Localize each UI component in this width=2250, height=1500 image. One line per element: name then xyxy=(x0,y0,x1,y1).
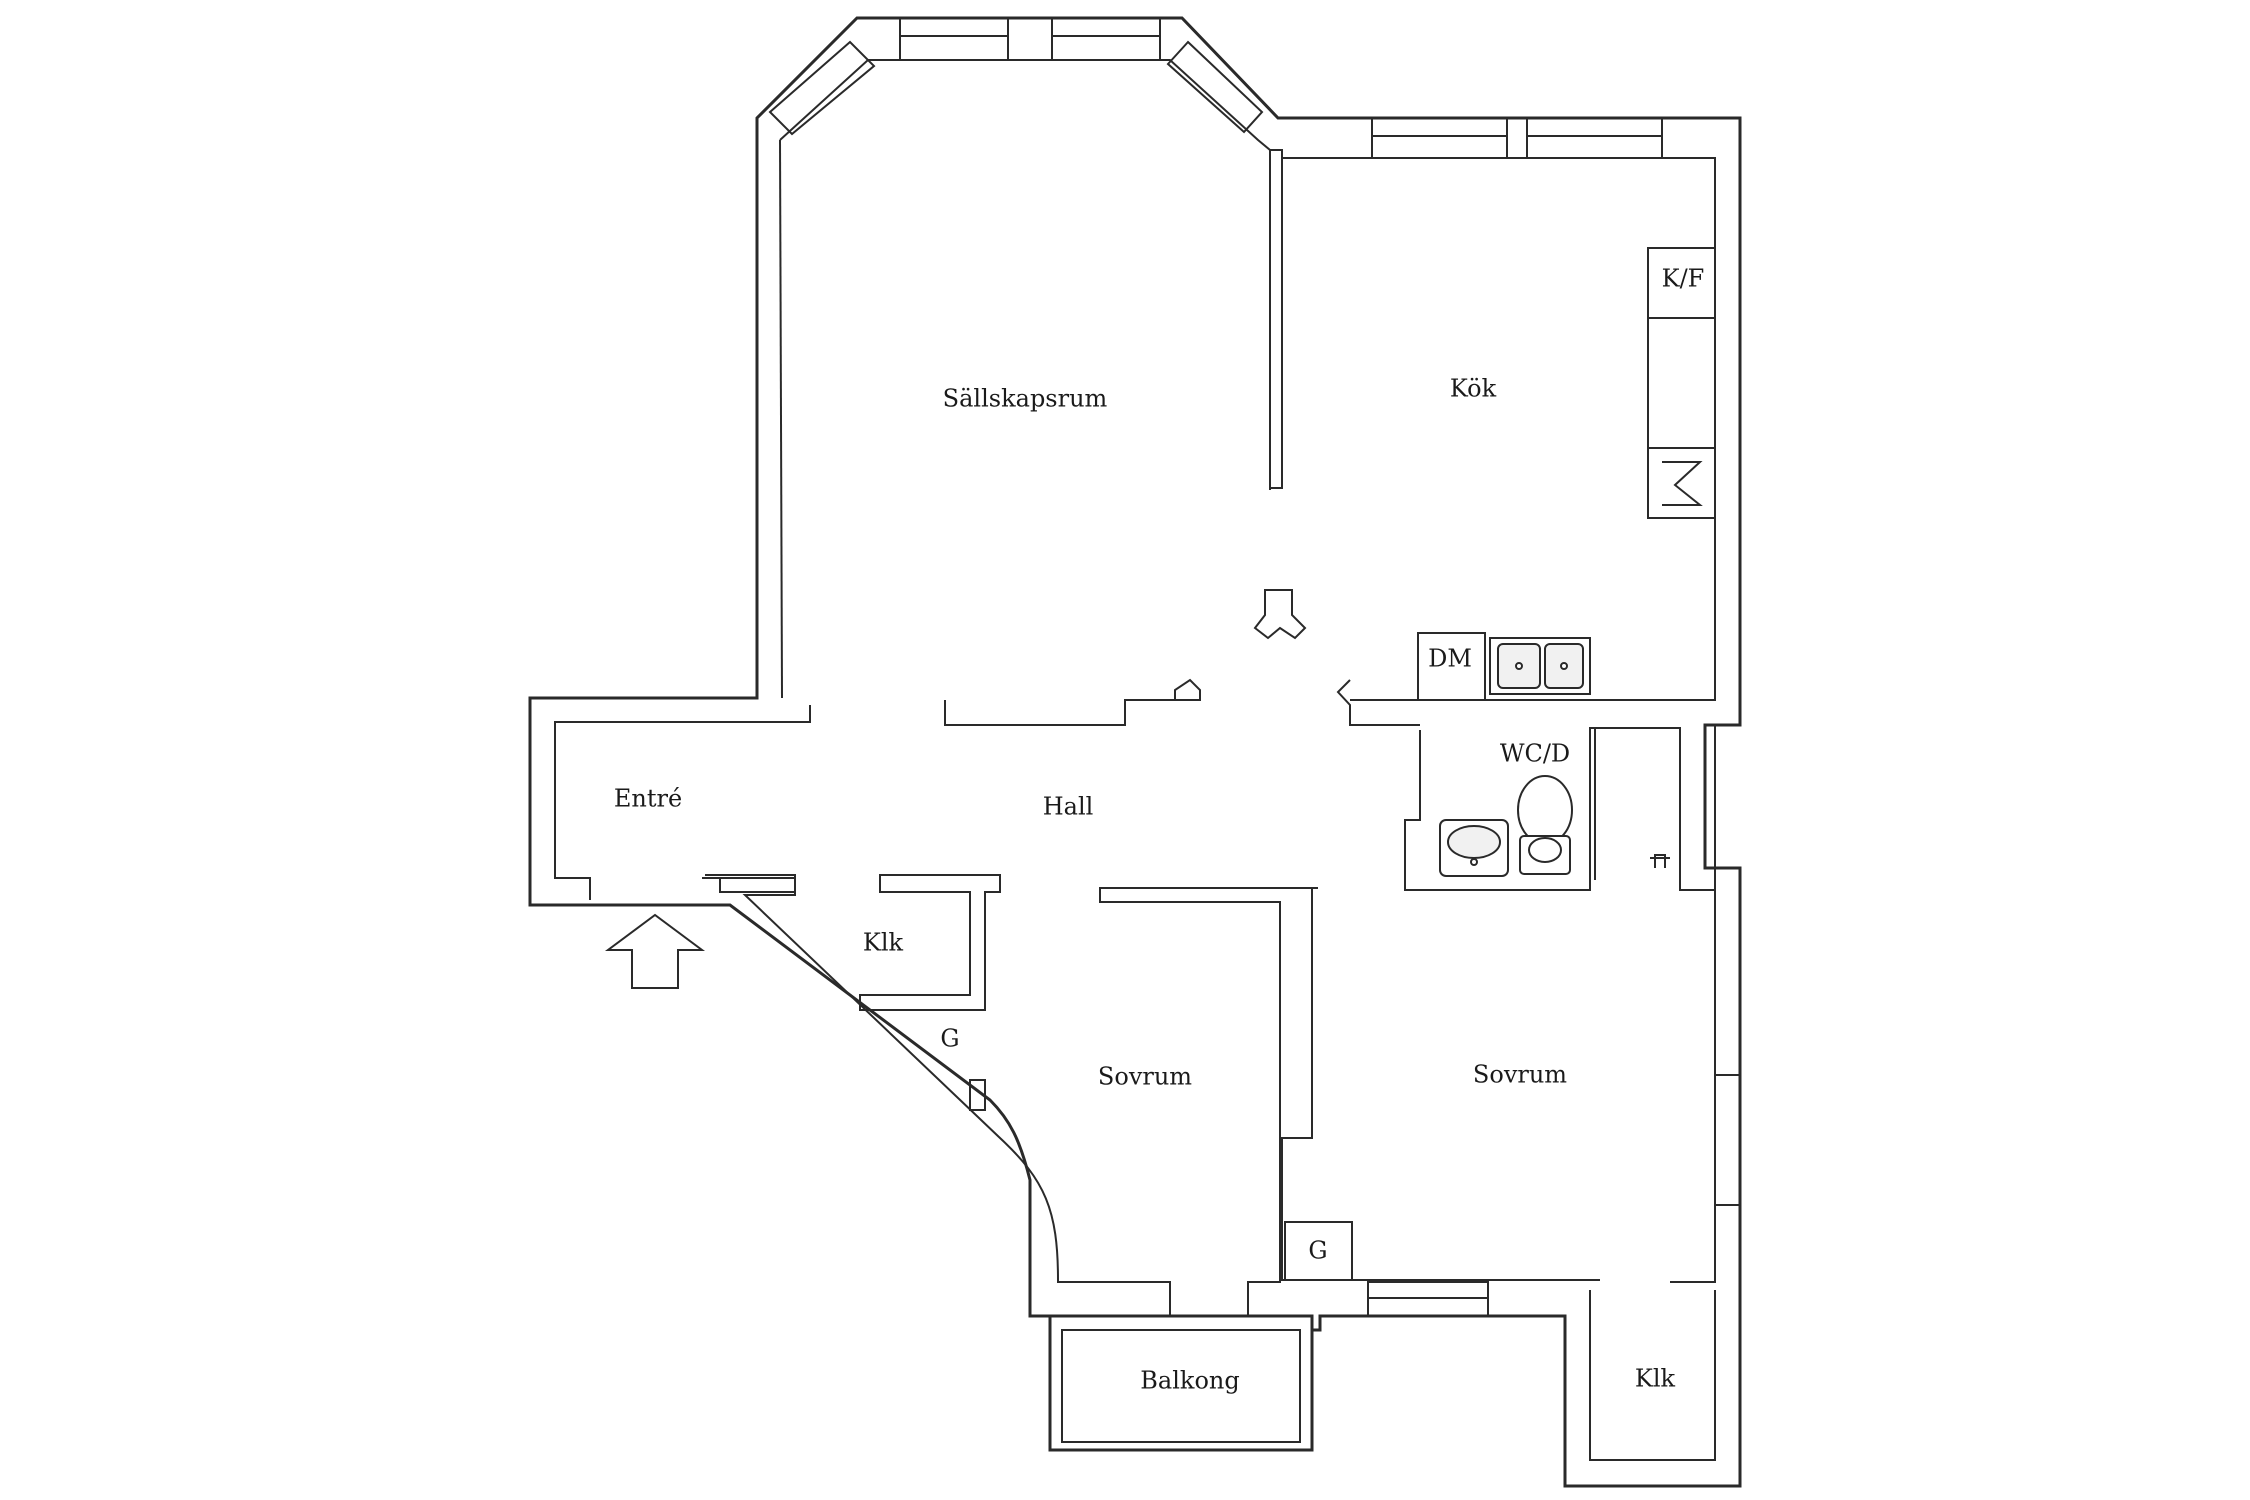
balcony xyxy=(1048,1314,1314,1452)
inner-wall-klk-right xyxy=(1589,1290,1716,1461)
interior-walls xyxy=(705,149,1715,1111)
label-sallskapsrum: Sällskapsrum xyxy=(943,385,1108,413)
window-top-right xyxy=(1051,17,1161,61)
wall-divider-sall-kok xyxy=(1269,149,1283,489)
inner-wall-right xyxy=(1670,725,1716,1283)
chimney-icon xyxy=(1284,1221,1353,1281)
label-sovrum-left: Sovrum xyxy=(1098,1063,1192,1091)
washbasin-icon xyxy=(1439,819,1509,877)
label-kok: Kök xyxy=(1450,375,1497,403)
windows xyxy=(768,17,1741,1317)
label-sovrum-right: Sovrum xyxy=(1473,1061,1567,1089)
label-hall: Hall xyxy=(1043,793,1094,821)
fixtures xyxy=(1048,247,1716,1452)
kf-unit xyxy=(1647,247,1716,319)
counter-right xyxy=(1647,317,1716,449)
inner-wall-main xyxy=(779,139,783,699)
kitchen-sink-icon xyxy=(1489,637,1591,695)
label-wcd: WC/D xyxy=(1500,740,1570,768)
inner-wall-top xyxy=(779,59,1271,490)
dm-unit xyxy=(1417,632,1486,701)
label-entre: Entré xyxy=(614,785,682,813)
inner-wall-entre xyxy=(554,705,811,900)
window-kitchen-right xyxy=(1526,117,1663,159)
label-klk-hall: Klk xyxy=(863,929,904,957)
wall-hall-klk xyxy=(705,874,796,893)
wall-hall-top-right xyxy=(1336,679,1420,726)
label-klk-right: Klk xyxy=(1635,1365,1676,1393)
window-top-left xyxy=(899,17,1009,61)
entrance-arrow-icon xyxy=(604,913,706,989)
window-diag-left xyxy=(768,40,876,136)
inner-wall-hall-bottom xyxy=(702,877,1318,1317)
tap-icon xyxy=(1650,854,1670,868)
label-g-hall: G xyxy=(940,1025,959,1053)
label-g-right: G xyxy=(1308,1237,1327,1265)
label-kf: K/F xyxy=(1662,265,1705,293)
toilet-icon xyxy=(1517,775,1573,875)
outer-wall xyxy=(528,16,1742,1488)
wall-hall-top-left xyxy=(944,678,1201,726)
column-center xyxy=(1253,589,1307,640)
label-dm: DM xyxy=(1428,645,1472,673)
wall-wc xyxy=(1404,727,1715,891)
window-right-side xyxy=(1714,1074,1741,1206)
window-kitchen-left xyxy=(1371,117,1508,159)
wall-g-left xyxy=(969,1079,986,1111)
label-balkong: Balkong xyxy=(1140,1367,1239,1395)
wall-klk-box xyxy=(859,874,1001,1011)
window-diag-right xyxy=(1166,40,1264,134)
stove-icon xyxy=(1647,447,1716,519)
